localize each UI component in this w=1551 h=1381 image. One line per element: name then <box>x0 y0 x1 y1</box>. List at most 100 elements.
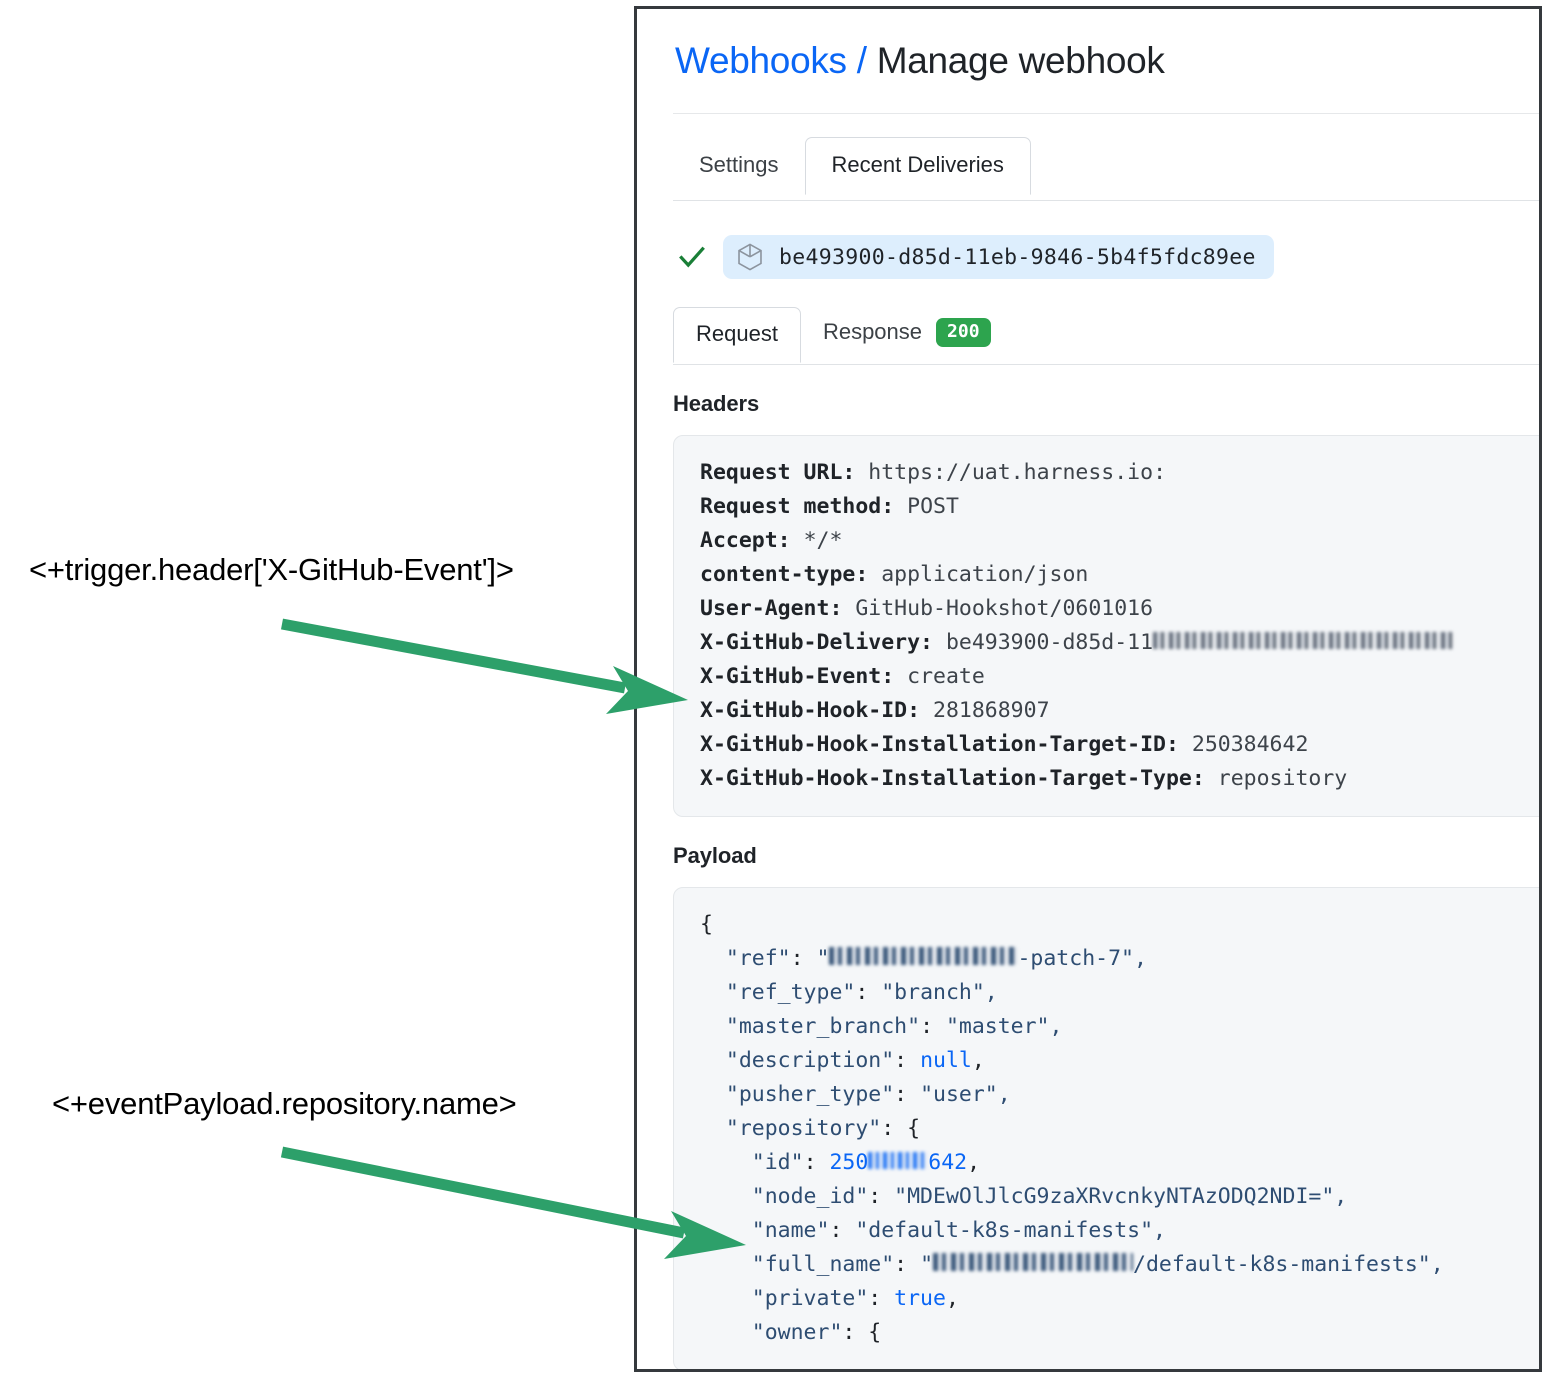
payload-line: "owner": { <box>751 1320 882 1346</box>
payload-key: "node_id" <box>751 1184 869 1210</box>
header-value: 281868907 <box>933 698 1050 724</box>
payload-line: "name": "default-k8s-manifests", <box>751 1218 1167 1244</box>
payload-key: "owner" <box>751 1320 843 1346</box>
check-icon <box>679 246 705 268</box>
payload-comma: , <box>971 1048 985 1074</box>
header-line: Accept: */* <box>700 524 1539 558</box>
header-value: create <box>907 664 985 690</box>
payload-key: "ref_type" <box>725 980 856 1006</box>
payload-value: "MDEwOlJlcG9zaXRvcnkyNTAzODQ2NDI=", <box>894 1184 1348 1210</box>
payload-value: "user", <box>920 1082 1011 1108</box>
payload-line: "ref": "-patch-7", <box>725 946 1147 972</box>
payload-key: "description" <box>725 1048 895 1074</box>
payload-key: "pusher_type" <box>725 1082 895 1108</box>
payload-num-prefix: 250 <box>829 1150 869 1176</box>
payload-line: "description": null, <box>725 1048 985 1074</box>
payload-key: "repository" <box>725 1116 882 1142</box>
delivery-guid: be493900-d85d-11eb-9846-5b4f5fdc89ee <box>779 244 1256 270</box>
header-value: 250384642 <box>1191 732 1309 758</box>
title-divider <box>673 113 1539 115</box>
payload-comma: , <box>967 1150 981 1176</box>
annotation-label-trigger-header: <+trigger.header['X-GitHub-Event']> <box>29 552 514 587</box>
payload-line: "full_name": "/default-k8s-manifests", <box>751 1252 1444 1278</box>
tab-recent-deliveries[interactable]: Recent Deliveries <box>804 137 1031 196</box>
payload-key: "id" <box>751 1150 804 1176</box>
header-value: */* <box>803 528 843 554</box>
header-value: be493900-d85d-11 <box>945 630 1154 656</box>
tab-response-label: Response <box>822 319 923 345</box>
header-line: Request method: POST <box>700 490 1539 524</box>
arrow-to-x-github-event <box>280 618 688 714</box>
tab-response[interactable]: Response 200 <box>801 305 1013 362</box>
payload-value-suffix: /default-k8s-manifests", <box>1133 1252 1444 1278</box>
payload-key: "master_branch" <box>725 1014 921 1040</box>
tab-request[interactable]: Request <box>673 306 801 363</box>
header-line: X-GitHub-Hook-Installation-Target-Type: … <box>700 762 1539 796</box>
header-line: X-GitHub-Event: create <box>700 660 1539 694</box>
payload-literal: null <box>920 1048 972 1074</box>
payload-brace: { <box>700 912 713 938</box>
payload-value: { <box>907 1116 921 1142</box>
payload-key: "full_name" <box>751 1252 895 1278</box>
payload-key: "ref" <box>725 946 791 972</box>
status-badge: 200 <box>936 318 991 347</box>
header-key: Request URL: <box>700 460 856 486</box>
payload-value: "master", <box>945 1014 1063 1040</box>
breadcrumb-current: Manage webhook <box>876 40 1165 81</box>
payload-line: "pusher_type": "user", <box>725 1082 1011 1108</box>
header-line: User-Agent: GitHub-Hookshot/0601016 <box>700 592 1539 626</box>
header-key: X-GitHub-Hook-Installation-Target-ID: <box>700 732 1179 758</box>
redacted-repo-id <box>868 1152 929 1170</box>
manage-webhook-panel: Webhooks / Manage webhook Settings Recent… <box>634 6 1542 1372</box>
header-value: application/json <box>881 562 1089 588</box>
header-line: X-GitHub-Hook-ID: 281868907 <box>700 694 1539 728</box>
payload-line: "private": true, <box>751 1286 959 1312</box>
header-key: Request method: <box>700 494 895 520</box>
payload-line: { <box>700 908 1539 942</box>
header-line: X-GitHub-Hook-Installation-Target-ID: 25… <box>700 728 1539 762</box>
payload-heading: Payload <box>673 843 757 869</box>
payload-value-suffix: -patch-7", <box>1017 946 1147 972</box>
delivery-guid-pill[interactable]: be493900-d85d-11eb-9846-5b4f5fdc89ee <box>723 235 1274 280</box>
payload-value-prefix: " <box>920 1252 934 1278</box>
payload-literal: true <box>894 1286 946 1312</box>
payload-line: "node_id": "MDEwOlJlcG9zaXRvcnkyNTAzODQ2… <box>751 1184 1348 1210</box>
payload-line: "repository": { <box>725 1116 921 1142</box>
redacted-delivery-id <box>1153 632 1454 650</box>
header-value: GitHub-Hookshot/0601016 <box>855 596 1154 622</box>
header-line: Request URL: https://uat.harness.io: <box>700 456 1539 490</box>
delivery-row[interactable]: be493900-d85d-11eb-9846-5b4f5fdc89ee <box>677 235 1539 280</box>
payload-line: "master_branch": "master", <box>725 1014 1063 1040</box>
breadcrumb-link-webhooks[interactable]: Webhooks <box>675 40 847 81</box>
cube-icon <box>738 243 762 271</box>
annotation-label-event-payload: <+eventPayload.repository.name> <box>52 1086 517 1121</box>
header-value: POST <box>907 494 959 520</box>
header-line: content-type: application/json <box>700 558 1539 592</box>
payload-key: "name" <box>751 1218 830 1244</box>
webhook-tabbar: Settings Recent Deliveries <box>673 114 1539 202</box>
payload-value-prefix: " <box>816 946 830 972</box>
breadcrumb-separator: / <box>856 40 867 81</box>
payload-value: { <box>868 1320 882 1346</box>
headers-code-box: Request URL: https://uat.harness.io: Req… <box>673 435 1539 818</box>
payload-code-box: { "ref": "-patch-7", "ref_type": "branch… <box>673 887 1539 1369</box>
header-value: repository <box>1217 766 1348 792</box>
header-key: X-GitHub-Event: <box>700 664 895 690</box>
header-key: User-Agent: <box>700 596 843 622</box>
redacted-owner <box>933 1253 1134 1272</box>
header-key: X-GitHub-Delivery: <box>700 630 933 656</box>
header-key: Accept: <box>700 528 791 554</box>
tab-settings[interactable]: Settings <box>699 152 779 178</box>
header-value: https://uat.harness.io: <box>868 460 1167 486</box>
tab-request-label: Request <box>696 320 778 346</box>
header-key: content-type: <box>700 562 869 588</box>
header-line: X-GitHub-Delivery: be493900-d85d-11 <box>700 626 1539 660</box>
header-key: X-GitHub-Hook-Installation-Target-Type: <box>700 766 1205 792</box>
payload-comma: , <box>945 1286 959 1312</box>
page-title: Webhooks / Manage webhook <box>637 9 1539 85</box>
header-key: X-GitHub-Hook-ID: <box>700 698 921 724</box>
payload-value: "default-k8s-manifests", <box>855 1218 1167 1244</box>
redacted-username <box>829 947 1018 966</box>
payload-value: "branch", <box>881 980 998 1006</box>
